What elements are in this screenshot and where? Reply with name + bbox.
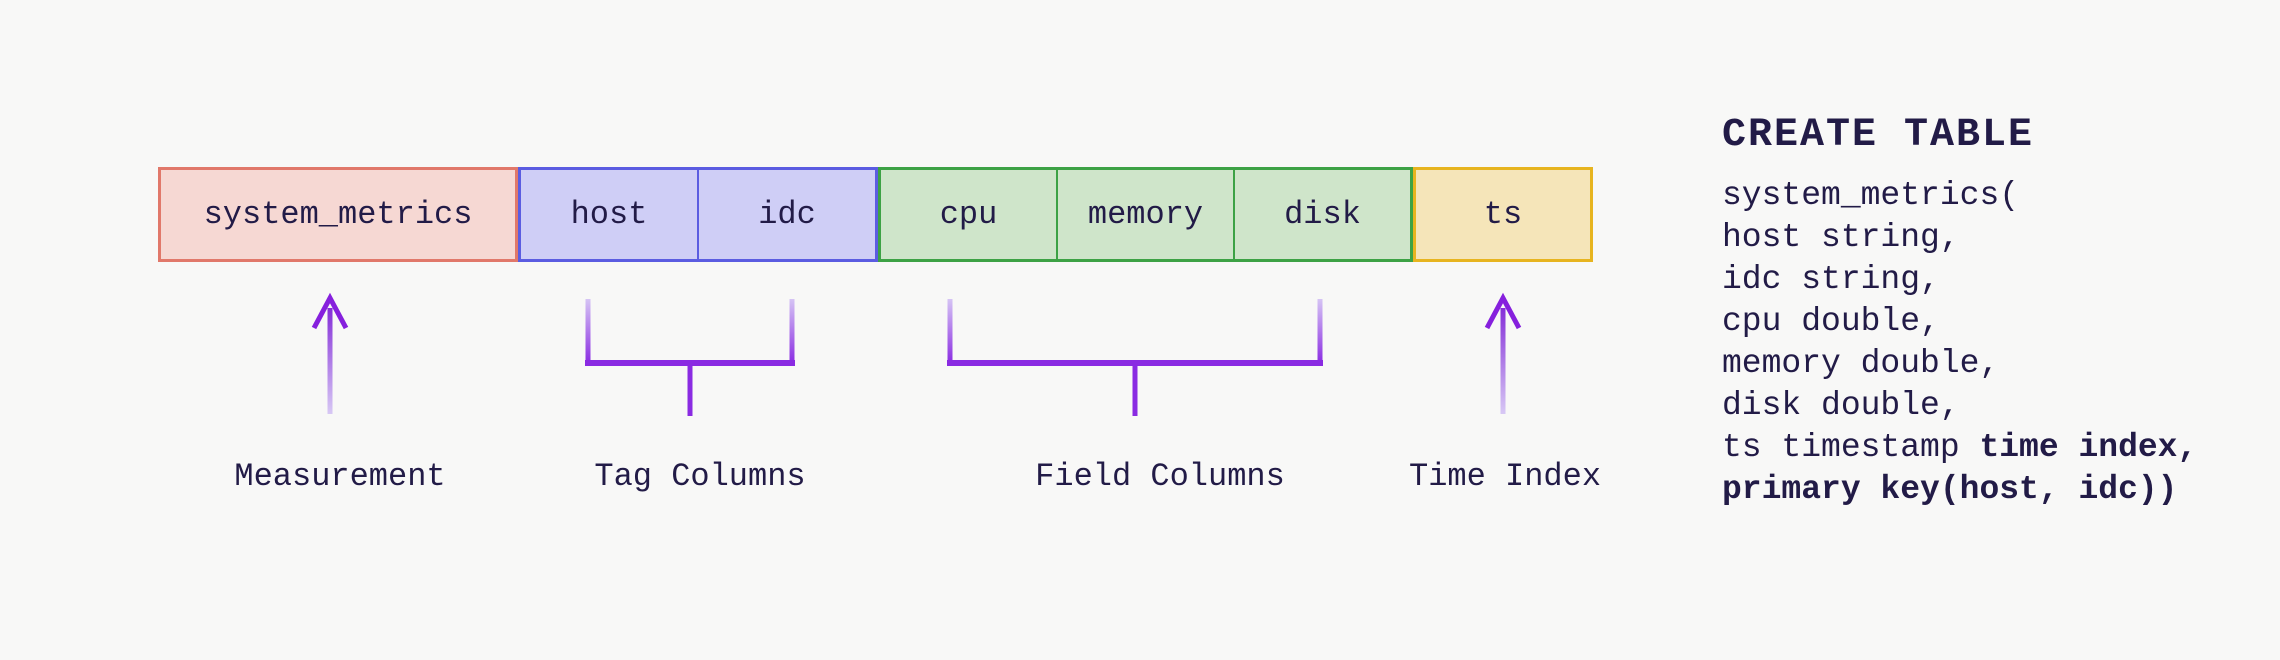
measurement-arrow-icon [311,292,349,414]
sql-line: ts timestamp time index, [1722,429,2198,466]
sql-line: system_metrics( [1722,177,2020,214]
cell-idc: idc [697,170,875,259]
label-tag-columns: Tag Columns [594,458,806,495]
sql-line: primary key(host, idc)) [1722,471,2178,508]
time-index-box-group: ts [1413,167,1593,262]
measurement-box-group: system_metrics [158,167,518,262]
field-columns-box-group: cpu memory disk [878,167,1413,262]
cell-memory: memory [1056,170,1233,259]
sql-line: idc string, [1722,261,1940,298]
sql-heading: CREATE TABLE [1722,113,2035,158]
cell-system-metrics: system_metrics [203,196,473,233]
tag-columns-bracket-icon [585,299,795,416]
cell-host: host [570,196,648,233]
cell-cpu: cpu [939,196,998,233]
cell-ts: ts [1483,196,1523,233]
time-index-arrow-icon [1484,292,1522,414]
sql-snippet: CREATE TABLE system_metrics( host string… [1722,112,2197,511]
sql-line: host string, [1722,219,1960,256]
sql-line: disk double, [1722,387,1960,424]
sql-line: cpu double, [1722,303,1940,340]
tag-columns-box-group: host idc [518,167,878,262]
field-columns-bracket-icon [947,299,1323,416]
sql-line: memory double, [1722,345,2000,382]
cell-disk: disk [1233,170,1410,259]
label-time-index: Time Index [1408,458,1602,495]
label-field-columns: Field Columns [1035,458,1285,495]
sql-body: system_metrics( host string, idc string,… [1722,175,2197,511]
label-measurement: Measurement [234,458,446,495]
